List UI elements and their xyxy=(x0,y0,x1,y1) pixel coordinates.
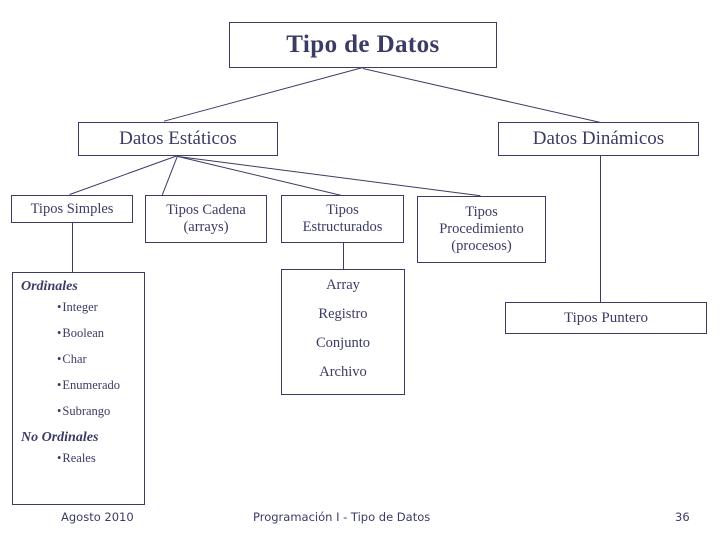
list-item-label: Enumerado xyxy=(62,378,121,392)
list-item: Registro xyxy=(318,306,368,322)
node-label: Tipos Puntero xyxy=(563,309,649,326)
node-tipos-puntero: Tipos Puntero xyxy=(505,302,707,334)
list-item: Array xyxy=(326,277,360,293)
connector-static-to-structured xyxy=(177,156,343,197)
connector-dynamic-to-pointer xyxy=(600,156,601,302)
node-label-line2: (arrays) xyxy=(183,219,229,235)
node-tipos-estructurados-detail: Array Registro Conjunto Archivo xyxy=(281,269,405,395)
list-item-label: Char xyxy=(62,352,87,366)
bullet-icon: • xyxy=(57,300,62,314)
list-item-label: Integer xyxy=(62,300,98,314)
node-tipos-simples-detail: Ordinales •Integer •Boolean •Char •Enume… xyxy=(12,272,145,505)
node-label: Tipos Simples xyxy=(30,200,114,217)
node-datos-dinamicos: Datos Dinámicos xyxy=(498,122,699,156)
bullet-icon: • xyxy=(57,404,62,418)
node-label-line1: Tipos xyxy=(326,202,359,218)
connector-static-to-procedure xyxy=(177,156,481,197)
list-item-label: Subrango xyxy=(62,404,111,418)
list-item-label: Reales xyxy=(62,451,96,465)
node-label-line2: Estructurados xyxy=(302,219,383,235)
node-datos-estaticos: Datos Estáticos xyxy=(78,122,278,156)
ordinales-header: Ordinales xyxy=(21,279,78,294)
bullet-icon: • xyxy=(57,352,62,366)
bullet-icon: • xyxy=(57,378,62,392)
node-tipos-simples: Tipos Simples xyxy=(11,195,133,223)
connector-static-to-simple xyxy=(69,155,178,195)
node-label: Datos Estáticos xyxy=(119,128,237,149)
list-item: •Char xyxy=(13,352,144,367)
list-item-label: Boolean xyxy=(62,326,105,340)
list-item: •Subrango xyxy=(13,404,144,419)
bullet-icon: • xyxy=(57,326,62,340)
footer-page-number: 36 xyxy=(675,510,690,524)
diagram-title-box: Tipo de Datos xyxy=(229,22,497,68)
list-item: •Enumerado xyxy=(13,378,144,393)
bullet-icon: • xyxy=(57,451,62,465)
node-tipos-cadena: Tipos Cadena (arrays) xyxy=(145,195,267,243)
footer-subject: Programación I - Tipo de Datos xyxy=(253,510,431,524)
footer-date: Agosto 2010 xyxy=(61,510,134,524)
page-title: Tipo de Datos xyxy=(286,31,440,58)
list-item: Archivo xyxy=(319,364,367,380)
connector-simple-to-ordinal xyxy=(72,223,73,272)
node-label-line1: Tipos xyxy=(465,204,498,220)
list-item: Conjunto xyxy=(316,335,370,351)
list-item: •Boolean xyxy=(13,326,144,341)
node-tipos-procedimiento: Tipos Procedimiento (procesos) xyxy=(417,196,546,263)
node-label-line1: Tipos Cadena xyxy=(166,202,246,218)
connector-static-to-chain xyxy=(161,155,178,196)
list-item: •Reales xyxy=(13,451,144,466)
connector-title-to-dynamic xyxy=(362,68,602,124)
connector-title-to-static xyxy=(163,67,363,122)
node-tipos-estructurados: Tipos Estructurados xyxy=(281,195,404,243)
no-ordinales-header: No Ordinales xyxy=(21,430,99,445)
list-item: •Integer xyxy=(13,300,144,315)
connector-structured-to-list xyxy=(343,243,344,269)
node-label-line2: Procedimiento xyxy=(439,221,524,237)
node-label-line3: (procesos) xyxy=(451,238,512,254)
node-label: Datos Dinámicos xyxy=(532,128,665,149)
